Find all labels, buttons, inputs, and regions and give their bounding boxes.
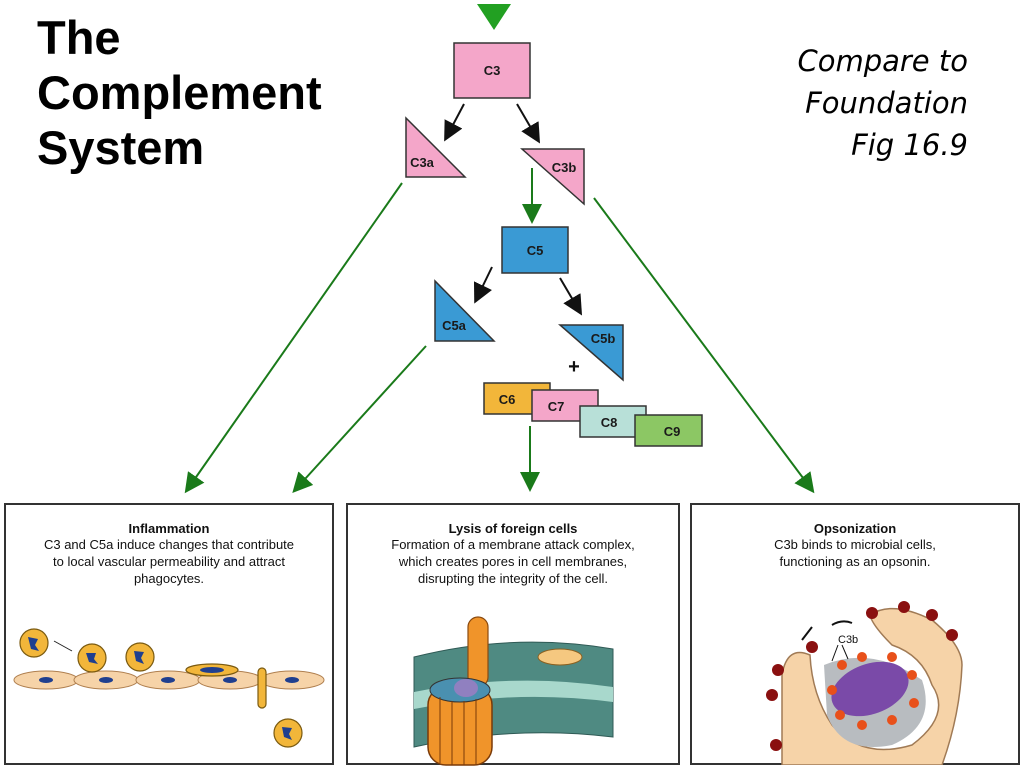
cleave-arrow [444,103,465,142]
slide-title: The Complement System [37,10,322,175]
opsonization-illustration: C3b [766,601,963,765]
panel-opsonization: Opsonization C3b binds to microbial cell… [690,503,1020,765]
node-c9-label: C9 [664,424,681,439]
cleave-arrow [473,266,493,304]
title-line: Complement [37,66,322,119]
node-c5b [558,324,624,382]
label-pointer [831,644,849,662]
node-c3-label: C3 [484,63,501,78]
panel-description: Formation of a membrane attack complex, … [348,536,678,587]
node-c5-label: C5 [527,243,544,258]
description-line: which creates pores in cell membranes, [398,554,628,569]
panel-heading: Lysis of foreign cells [448,521,578,536]
incoming-arrow-icon [477,4,511,30]
cleave-arrow [559,277,583,316]
panel-heading: Opsonization [813,521,897,536]
note-line: Foundation [805,86,968,120]
panel-description: C3 and C5a induce changes that contribut… [6,536,332,587]
node-c3b-label: C3b [552,160,577,175]
inflammation-illustration [13,628,325,748]
plus-sign: + [568,356,580,378]
panel-description: C3b binds to microbial cells, functionin… [692,536,1018,570]
title-line: System [37,121,205,174]
description-line: to local vascular permeability and attra… [53,554,285,569]
mac-pore [427,677,493,766]
panel-heading: Inflammation [128,521,210,536]
description-line: C3b binds to microbial cells, [774,537,936,552]
node-c5 [501,226,569,274]
node-c3b [520,148,585,206]
flow-arrow [593,197,815,494]
c3b-molecules [827,652,919,730]
receptors [766,601,958,751]
flow-arrow [292,345,427,493]
note-line: Compare to [797,44,968,78]
node-c3a-label: C3a [410,155,435,170]
phagocyte [781,607,963,765]
description-line: functioning as an opsonin. [779,554,931,569]
membrane-attack-complex-illustration [413,616,614,766]
node-c5a-label: C5a [442,318,467,333]
pseudopod-arrow-icon [831,620,853,626]
pseudopod-arrow-icon [801,626,813,641]
flow-arrow [184,182,403,494]
c3b-label: C3b [838,634,858,646]
node-c3a [405,116,467,178]
node-c8-label: C8 [601,415,618,430]
cleave-arrow [516,103,541,144]
node-c5b-label: C5b [591,331,616,346]
note-line: Fig 16.9 [851,128,968,162]
node-c5a [434,279,496,342]
node-c9 [634,414,703,447]
description-line: C3 and C5a induce changes that contribut… [43,537,295,552]
node-c3 [453,42,531,99]
description-line: phagocytes. [133,571,205,586]
panel-lysis: Lysis of foreign cells Formation of a me… [346,503,680,766]
reference-note: Compare to Foundation Fig 16.9 [797,40,968,166]
node-c6-label: C6 [499,392,516,407]
description-line: Formation of a membrane attack complex, [391,537,635,552]
microbe [831,661,909,717]
node-c7-label: C7 [548,399,565,414]
title-line: The [37,11,121,64]
panel-inflammation: Inflammation C3 and C5a induce changes t… [4,503,334,765]
complement-protein [467,616,489,688]
pore-top-view [537,648,583,666]
migration-arrow [53,640,73,652]
description-line: disrupting the integrity of the cell. [417,571,609,586]
